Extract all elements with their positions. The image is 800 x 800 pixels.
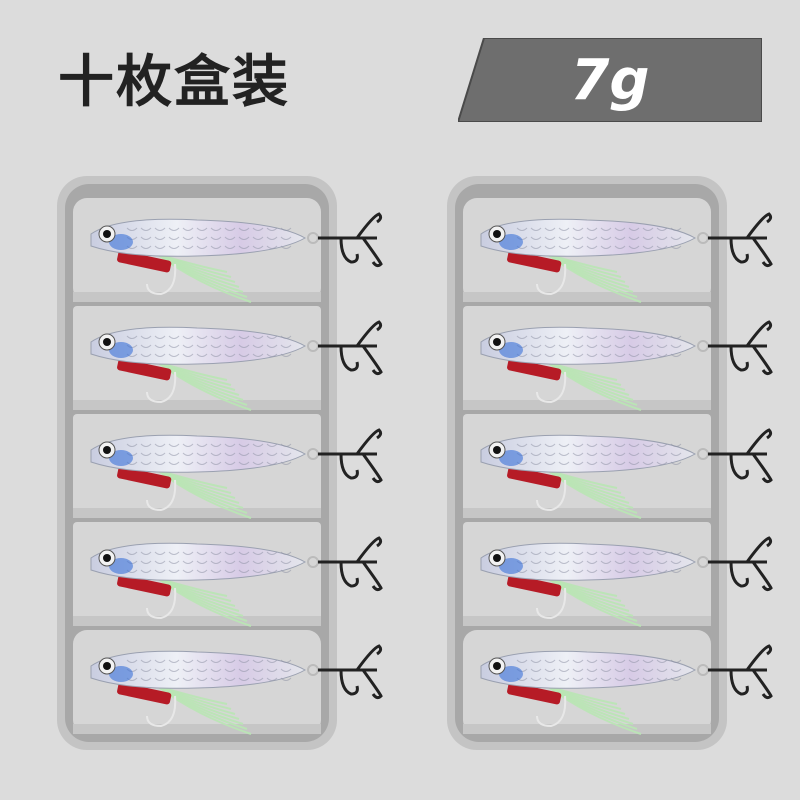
lure-tube xyxy=(507,682,562,705)
fish-lure-icon xyxy=(480,428,773,519)
treble-hook-icon xyxy=(708,320,773,376)
lure-tube xyxy=(117,466,172,489)
fish-lure-icon xyxy=(90,536,383,627)
fish-lure-icon xyxy=(90,212,383,303)
lure-skirt xyxy=(546,361,642,411)
lure-tube xyxy=(507,466,562,489)
treble-hook-icon xyxy=(708,644,773,700)
fish-lure-icon xyxy=(480,212,773,303)
page-title: 十枚盒装 xyxy=(58,50,290,115)
fish-lure-icon xyxy=(480,536,773,627)
fish-lure-icon xyxy=(480,644,773,735)
fish-lure-icon xyxy=(90,320,383,411)
treble-hook-icon xyxy=(708,536,773,592)
treble-hook-icon xyxy=(708,212,773,268)
fish-lure-icon xyxy=(90,644,383,735)
lure-tube xyxy=(117,574,172,597)
lure-tube xyxy=(507,358,562,381)
badge-shape xyxy=(458,38,762,122)
lure-tube xyxy=(117,682,172,705)
fish-lure-icon xyxy=(90,428,383,519)
lure-tube xyxy=(507,250,562,273)
lure-box-left xyxy=(57,176,383,750)
lure-skirt xyxy=(546,469,642,519)
treble-hook-icon xyxy=(318,428,383,484)
fish-lure-icon xyxy=(480,320,773,411)
lure-skirt xyxy=(546,577,642,627)
treble-hook-icon xyxy=(318,644,383,700)
weight-label: 7g xyxy=(570,47,650,113)
treble-hook-icon xyxy=(318,536,383,592)
lure-tube xyxy=(117,250,172,273)
lure-tube xyxy=(117,358,172,381)
treble-hook-icon xyxy=(318,320,383,376)
lure-box-right xyxy=(447,176,773,750)
lure-tube xyxy=(507,574,562,597)
treble-hook-icon xyxy=(708,428,773,484)
weight-badge: 7g xyxy=(458,38,762,122)
treble-hook-icon xyxy=(318,212,383,268)
